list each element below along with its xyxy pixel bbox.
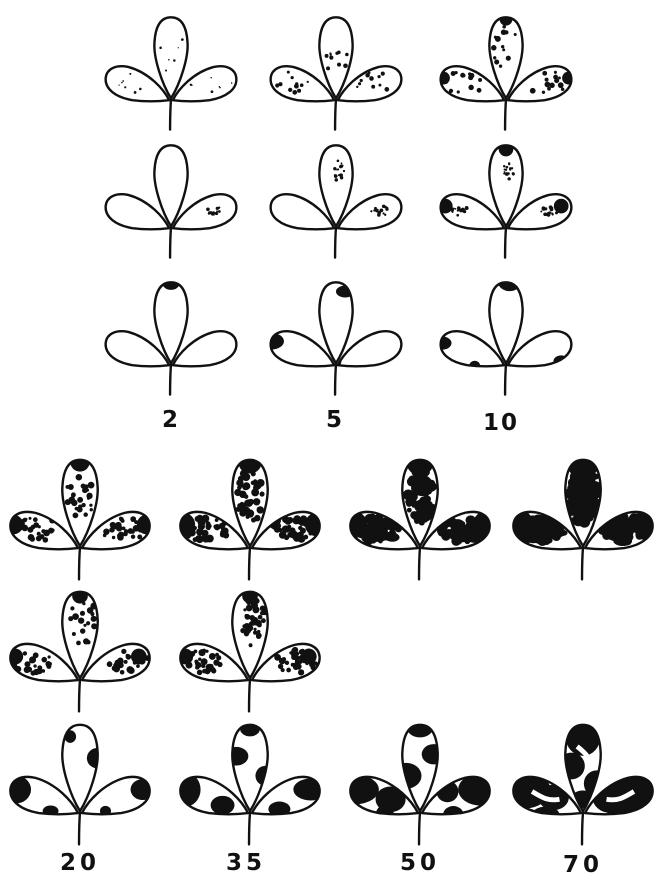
leaf-blotches-35 [170, 721, 328, 844]
leaf-stem [419, 812, 420, 844]
lesions-right [593, 768, 654, 828]
leaf-stem [335, 364, 336, 394]
scale-label-50: 50 [400, 852, 440, 875]
scale-label-70: 70 [563, 854, 603, 877]
leaf-stem [582, 812, 583, 844]
leaf-small-dots-2 [106, 17, 237, 129]
scale-label-10: 10 [483, 412, 519, 435]
leaf-stem [419, 547, 420, 579]
leaf-stem [335, 227, 336, 257]
lesions-right [436, 773, 503, 824]
leaf-stem [170, 227, 171, 257]
leaf-stem [249, 547, 250, 579]
leaf-clustered-dots-20 [7, 588, 150, 711]
leaf-clustered-dots-35 [177, 588, 319, 711]
leaf-small-dots-35 [172, 450, 329, 579]
lesions-left [498, 770, 569, 823]
leaf-clustered-dots-10 [438, 142, 571, 258]
lesions-left [332, 775, 406, 825]
leaf-small-dots-50 [340, 448, 501, 579]
leaf-stem [79, 547, 80, 579]
scale-label-5: 5 [326, 409, 344, 432]
leaf-stem [170, 364, 171, 394]
lesions-right [437, 511, 500, 546]
lesions-left [340, 511, 402, 546]
leaf-stem [335, 99, 336, 129]
leaf-blotches-70 [498, 717, 654, 844]
scale-label-2: 2 [162, 409, 180, 432]
scale-label-35: 35 [226, 852, 266, 875]
leaf-stem [79, 812, 80, 844]
leaf-stem [505, 227, 506, 257]
leaf-blotches-5 [259, 282, 401, 394]
leaf-stem [582, 547, 583, 579]
leaf-small-dots-20 [4, 452, 157, 579]
leaf-stem [505, 364, 506, 394]
leaf-blotches-10 [432, 274, 572, 395]
leaf-stem [249, 679, 250, 711]
leaf-blotches-2 [106, 275, 237, 395]
leaf-stem [505, 99, 506, 129]
leaf-small-dots-10 [437, 13, 575, 130]
leaf-small-dots-5 [271, 17, 402, 129]
leaf-stem [79, 679, 80, 711]
leaf-blotches-50 [332, 720, 504, 844]
leaf-blotches-20 [0, 725, 155, 845]
leaf-clustered-dots-2 [106, 145, 237, 257]
leaf-stem [170, 99, 171, 129]
scale-label-20: 20 [60, 852, 100, 875]
leaf-small-dots-70 [500, 445, 654, 579]
leaf-stem [249, 812, 250, 844]
leaf-clustered-dots-5 [271, 145, 402, 257]
